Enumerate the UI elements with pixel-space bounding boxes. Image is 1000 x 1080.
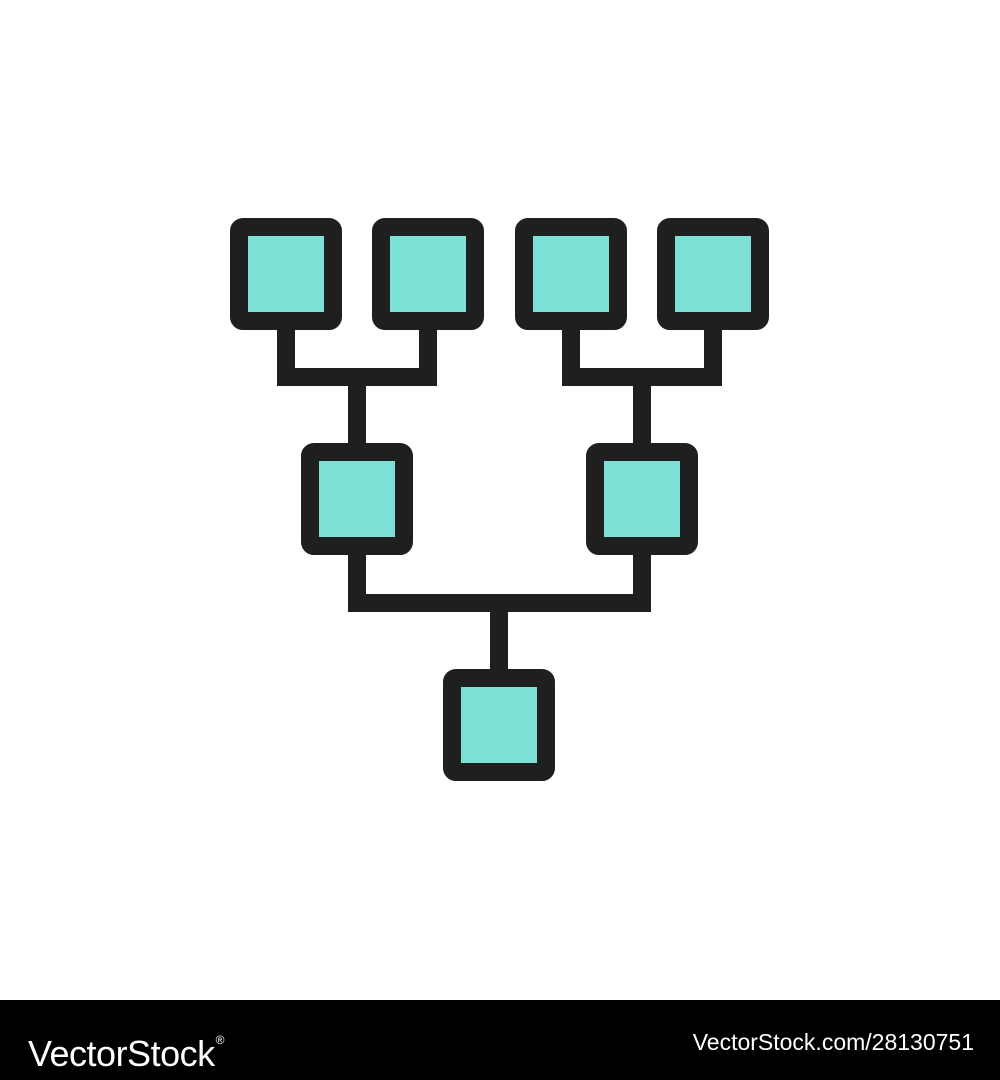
logo-text: VectorStock bbox=[28, 1033, 215, 1074]
diagram-nodes bbox=[230, 218, 769, 781]
node-mid-left bbox=[301, 443, 413, 555]
image-id-label: VectorStock.com/28130751 bbox=[692, 1029, 974, 1055]
hierarchy-diagram bbox=[230, 218, 769, 781]
node-leaf-1 bbox=[230, 218, 342, 330]
connector-lines bbox=[277, 312, 722, 687]
node-mid-right bbox=[586, 443, 698, 555]
watermark-footer: VectorStock® VectorStock.com/28130751 bbox=[0, 1000, 1000, 1080]
node-leaf-4 bbox=[657, 218, 769, 330]
vectorstock-logo: VectorStock® bbox=[28, 1018, 224, 1076]
registered-mark: ® bbox=[215, 1033, 225, 1047]
node-leaf-3 bbox=[515, 218, 627, 330]
node-leaf-2 bbox=[372, 218, 484, 330]
node-root bbox=[443, 669, 555, 781]
